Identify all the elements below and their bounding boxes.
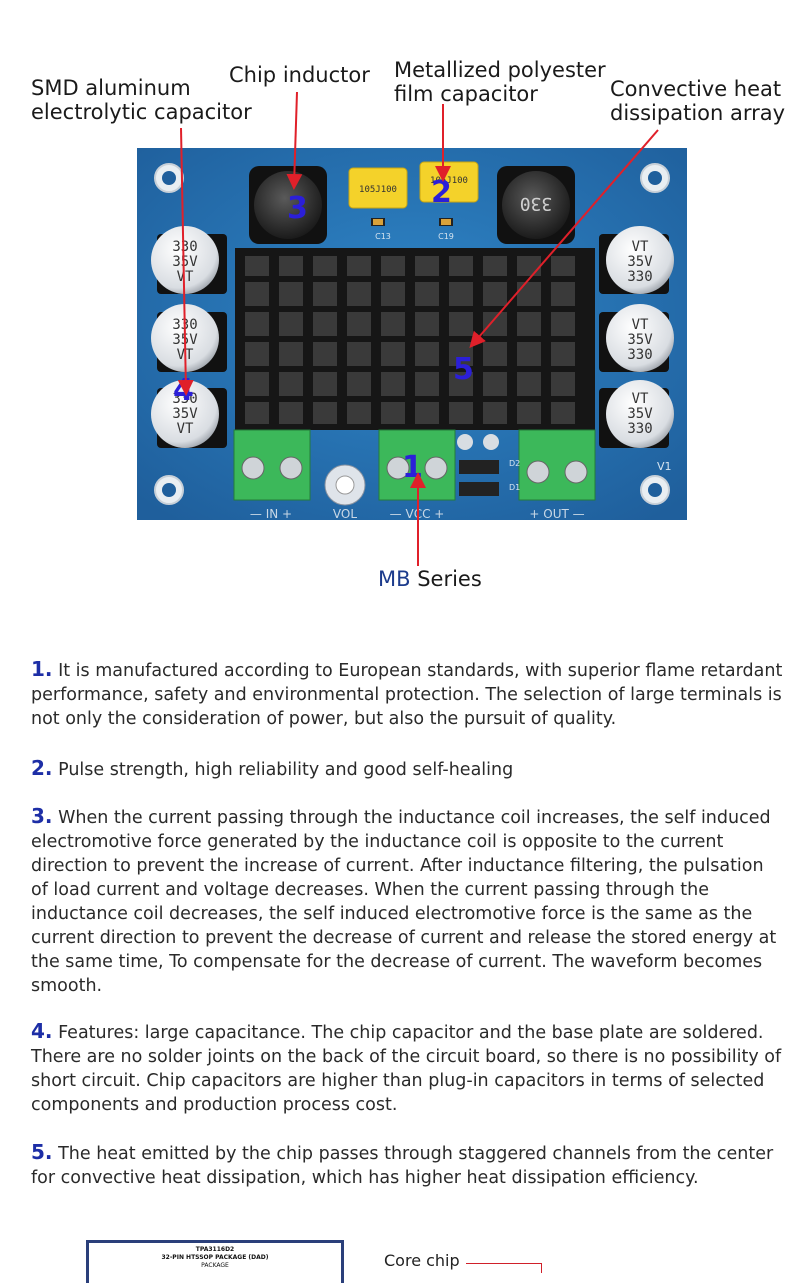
cap-right1-voltage: 35V	[627, 254, 653, 270]
callout-chip-inductor-text: Chip inductor	[229, 63, 370, 87]
diodes	[457, 434, 499, 496]
datasheet-thumbnail: TPA3116D2 32-PIN HTSSOP PACKAGE (DAD) PA…	[86, 1240, 344, 1283]
cap-left2-series: VT	[177, 347, 194, 363]
callout-film-capacitor-line1: Metallized polyester	[394, 58, 606, 82]
capacitor-left-2: 330 35V VT	[151, 304, 227, 372]
capacitor-right-1: VT 35V 330	[599, 226, 674, 294]
callout-smd-capacitor: SMD aluminum electrolytic capacitor	[31, 76, 252, 124]
marker-1: 1	[402, 450, 423, 485]
inductor-left	[249, 166, 327, 244]
marker-4: 4	[173, 373, 194, 408]
label-vcc: — VCC +	[390, 507, 445, 520]
label-out: + OUT —	[529, 507, 584, 520]
inductor-right: 330	[497, 166, 575, 244]
mb-series-suffix: Series	[410, 567, 482, 591]
callout-heat-array: Convective heat dissipation array	[610, 77, 785, 125]
callout-heat-array-line2: dissipation array	[610, 101, 786, 125]
paragraph-2: 2. Pulse strength, high reliability and …	[31, 756, 783, 782]
datasheet-package-label: PACKAGE	[201, 1262, 229, 1269]
cap-right2-series: VT	[632, 317, 649, 333]
core-chip-pointer-drop	[541, 1263, 542, 1273]
label-c13: C13	[375, 232, 391, 241]
paragraph-5-number: 5.	[31, 1140, 53, 1164]
cap-left3-voltage: 35V	[172, 406, 198, 422]
cap-left1-voltage: 35V	[172, 254, 198, 270]
callout-chip-inductor: Chip inductor	[229, 63, 370, 87]
heatsink	[235, 248, 595, 430]
cap-right3-series: VT	[632, 391, 649, 407]
paragraph-5: 5. The heat emitted by the chip passes t…	[31, 1140, 783, 1190]
marker-2: 2	[431, 175, 452, 210]
capacitor-left-1: 330 35V VT	[151, 226, 227, 294]
label-d1: D1	[509, 483, 520, 492]
callout-film-capacitor: Metallized polyester film capacitor	[394, 58, 606, 106]
paragraph-3-text: When the current passing through the ind…	[31, 808, 777, 996]
amplifier-board-illustration: 330 105J100 105J100 C13 C19 330 35	[137, 148, 687, 520]
film-cap-label: 105J100	[359, 185, 397, 195]
core-chip-pointer	[466, 1263, 542, 1264]
cap-right1-value: 330	[627, 269, 652, 285]
paragraph-1-number: 1.	[31, 657, 53, 681]
cap-left2-value: 330	[172, 317, 197, 333]
callout-film-capacitor-line2: film capacitor	[394, 82, 538, 106]
cap-right2-value: 330	[627, 347, 652, 363]
paragraph-1: 1. It is manufactured according to Europ…	[31, 657, 783, 731]
cap-right3-voltage: 35V	[627, 406, 653, 422]
cap-right2-voltage: 35V	[627, 332, 653, 348]
amplifier-board-photo: 330 105J100 105J100 C13 C19 330 35	[137, 148, 687, 520]
cap-left2-voltage: 35V	[172, 332, 198, 348]
callout-heat-array-line1: Convective heat	[610, 77, 782, 101]
paragraph-4: 4. Features: large capacitance. The chip…	[31, 1019, 783, 1117]
paragraph-1-text: It is manufactured according to European…	[31, 661, 783, 729]
paragraph-3-number: 3.	[31, 804, 53, 828]
mb-series-prefix: MB	[378, 567, 411, 591]
cap-right1-series: VT	[632, 239, 649, 255]
cap-left1-series: VT	[177, 269, 194, 285]
paragraph-2-text: Pulse strength, high reliability and goo…	[52, 760, 514, 780]
paragraph-3: 3. When the current passing through the …	[31, 804, 783, 998]
label-c19: C19	[438, 232, 454, 241]
paragraph-2-number: 2.	[31, 756, 53, 780]
paragraph-4-text: Features: large capacitance. The chip ca…	[31, 1023, 782, 1115]
label-vol: VOL	[333, 507, 357, 520]
inductor-label: 330	[520, 193, 553, 214]
cap-left3-series: VT	[177, 421, 194, 437]
callout-smd-capacitor-line2: electrolytic capacitor	[31, 100, 252, 124]
marker-3: 3	[287, 191, 308, 226]
terminal-in	[233, 429, 311, 501]
paragraph-5-text: The heat emitted by the chip passes thro…	[31, 1144, 774, 1188]
label-in: — IN +	[250, 507, 292, 520]
datasheet-part: TPA3116D2	[195, 1246, 235, 1253]
cap-right3-value: 330	[627, 421, 652, 437]
core-chip-label: Core chip	[384, 1251, 460, 1270]
capacitor-right-2: VT 35V 330	[599, 304, 674, 372]
callout-smd-capacitor-line1: SMD aluminum	[31, 76, 191, 100]
datasheet-package: 32-PIN HTSSOP PACKAGE (DAD)	[161, 1254, 269, 1261]
callout-mb-series: MB Series	[378, 567, 482, 591]
potentiometer-vol	[324, 464, 366, 506]
film-capacitor-1: 105J100	[348, 167, 408, 209]
terminal-out	[518, 429, 596, 501]
label-v1: V1	[657, 460, 672, 473]
paragraph-4-number: 4.	[31, 1019, 53, 1043]
label-d2: D2	[509, 459, 520, 468]
marker-5: 5	[453, 352, 474, 387]
capacitor-left-3: 330 35V VT	[151, 380, 227, 448]
cap-left1-value: 330	[172, 239, 197, 255]
capacitor-right-3: VT 35V 330	[599, 380, 674, 448]
